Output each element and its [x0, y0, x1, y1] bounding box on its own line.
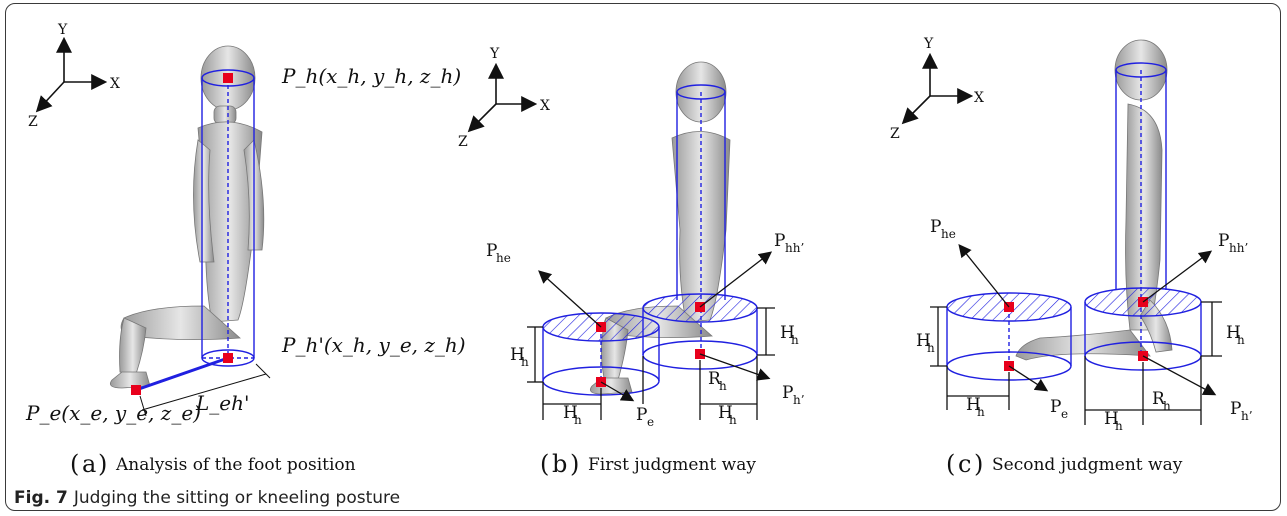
label-r-b: R: [708, 369, 722, 389]
svg-text:e: e: [1061, 407, 1068, 421]
svg-text:h: h: [791, 333, 799, 347]
label-pe-c: P: [1050, 397, 1061, 417]
svg-text:): ): [98, 450, 107, 478]
panel-b-caption: First judgment way: [588, 455, 756, 475]
label-ph-b: P: [782, 383, 793, 403]
axis-z-label-c: Z: [890, 126, 900, 142]
panel-c-letter: c: [958, 450, 971, 478]
svg-text:h: h: [977, 405, 985, 419]
svg-text:h: h: [719, 379, 727, 393]
label-pe-coords: P_e(x_e, y_e, z_e): [25, 401, 201, 425]
label-h-bottom2-b: H: [718, 403, 733, 423]
axes-icon-b: [467, 62, 538, 133]
svg-text:(: (: [946, 450, 955, 478]
label-phe-c: P: [930, 217, 941, 237]
svg-text:h’: h’: [1241, 409, 1253, 423]
label-h-bottom1-b: H: [563, 403, 578, 423]
axis-y-label-b: Y: [489, 46, 500, 62]
svg-text:): ): [570, 450, 579, 478]
svg-text:h: h: [729, 413, 737, 427]
panel-a-caption: Analysis of the foot position: [115, 455, 356, 475]
label-h-left-b: H: [510, 345, 525, 365]
marker-php: [223, 353, 233, 363]
projection-cylinder-a: [135, 69, 255, 392]
axes-icon-a: [35, 36, 108, 113]
label-phh-sub-b: hh’: [785, 241, 804, 255]
label-phh-b: P: [774, 231, 785, 251]
label-ph-coords: P_h(x_h, y_h, z_h): [281, 64, 461, 88]
svg-text:h: h: [1163, 399, 1171, 413]
panel-c: Y X Z: [890, 36, 1253, 478]
axis-x-label-c: X: [974, 90, 984, 106]
label-phe-sub-b: he: [496, 251, 511, 265]
svg-text:h: h: [521, 355, 529, 369]
axis-x-label-b: X: [540, 98, 550, 114]
panel-b: Y X Z: [458, 46, 805, 478]
axis-x-label: X: [110, 76, 120, 92]
panel-b-letter: b: [552, 450, 567, 478]
svg-text:hh’: hh’: [1229, 241, 1248, 255]
label-pe-b: P: [636, 405, 647, 425]
svg-text:): ): [974, 450, 983, 478]
marker-ph: [223, 73, 233, 83]
panel-a: Y X Z P_h(x_h, y_h,: [25, 22, 466, 478]
label-h-right-c: H: [1226, 323, 1241, 343]
axis-z-label-b: Z: [458, 134, 468, 150]
panel-c-caption: Second judgment way: [992, 455, 1183, 475]
axis-y-label-c: Y: [923, 36, 934, 52]
label-h-bottom1-c: H: [966, 395, 981, 415]
svg-text:he: he: [941, 227, 956, 241]
marker-pe: [131, 385, 141, 395]
label-phh-c: P: [1218, 231, 1229, 251]
label-h-bottom2-c: H: [1104, 409, 1119, 429]
panel-a-letter: a: [82, 450, 96, 478]
seated-mannequin-b: [589, 61, 731, 395]
svg-text:h: h: [1115, 419, 1123, 433]
label-php-coords: P_h'(x_h, y_e, z_h): [281, 333, 466, 357]
label-h-right-b: H: [780, 323, 795, 343]
figure-caption-text: Judging the sitting or kneeling posture: [73, 488, 401, 508]
label-ph-sub-b: h’: [793, 393, 805, 407]
svg-text:h: h: [574, 413, 582, 427]
figure-frame: [5, 3, 1281, 511]
label-leh: L_eh': [195, 391, 250, 415]
axis-y-label: Y: [57, 22, 68, 38]
svg-text:(: (: [70, 450, 79, 478]
label-h-left-c: H: [916, 331, 931, 351]
figure-label: Fig. 7: [14, 488, 68, 508]
svg-text:h: h: [1237, 333, 1245, 347]
label-pe-sub-b: e: [647, 415, 654, 429]
svg-text:h: h: [927, 341, 935, 355]
axis-z-label: Z: [28, 114, 38, 130]
label-ph-c: P: [1230, 399, 1241, 419]
label-r-c: R: [1152, 389, 1166, 409]
svg-text:(: (: [540, 450, 549, 478]
dimension-leh: [141, 373, 267, 411]
seated-mannequin-a: [109, 45, 265, 389]
axes-icon-c: [901, 52, 974, 125]
label-phe-b: P: [486, 241, 497, 261]
